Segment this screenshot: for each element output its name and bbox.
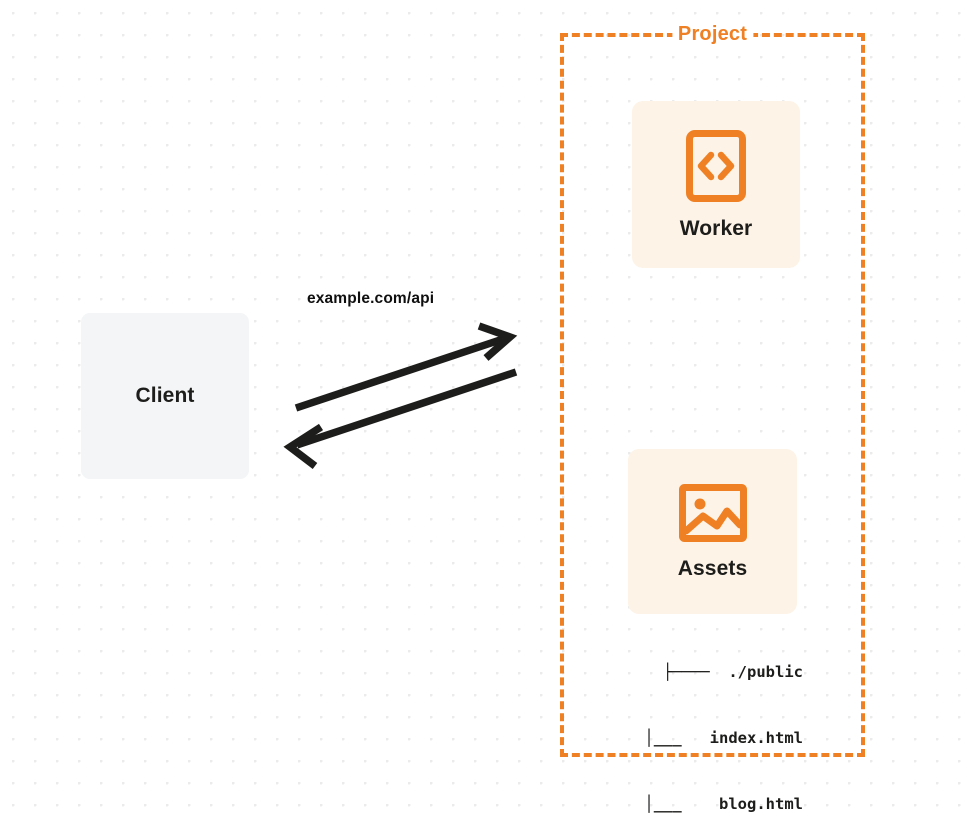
file-tree-row: │___ blog.html — [644, 795, 803, 813]
assets-card: Assets — [628, 449, 797, 614]
request-arrow-icon — [294, 322, 518, 412]
project-title: Project — [671, 23, 754, 46]
worker-card-label: Worker — [679, 216, 753, 240]
client-node-label: Client — [135, 384, 195, 407]
project-container: Project — [560, 23, 865, 757]
file-tree: ├──── ./public │___ index.html │___ blog… — [603, 617, 803, 818]
file-tree-row: │___ index.html — [644, 729, 803, 747]
file-tree-row: ├──── ./public — [663, 663, 803, 681]
connection-label: example.com/api — [307, 290, 435, 307]
client-node: Client — [81, 313, 249, 479]
response-arrow-icon — [283, 368, 518, 469]
worker-card: Worker — [632, 101, 800, 268]
assets-card-label: Assets — [677, 556, 748, 580]
code-brackets-icon — [685, 129, 747, 203]
image-icon — [678, 483, 748, 543]
